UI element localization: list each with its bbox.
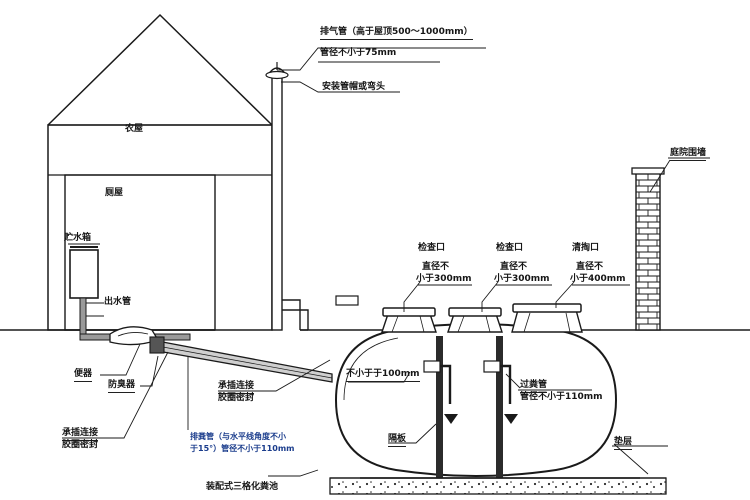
label-side-room: 厕屋	[105, 188, 124, 198]
label-socket-joint-2-line2: 胶圈密封	[218, 393, 255, 403]
courtyard-wall-shape	[631, 167, 665, 331]
tank-base-slab	[329, 477, 667, 495]
label-partition: 隔板	[388, 434, 407, 447]
label-inspection-port-1-line1: 直径不	[422, 262, 450, 272]
label-bedding: 垫层	[614, 437, 633, 450]
label-inspection-port-2-line2: 小于300mm	[494, 274, 550, 284]
diagram-title: 装配式三格化粪池	[206, 482, 279, 492]
label-vent-cap: 安装管帽或弯头	[322, 82, 386, 92]
label-cleanout-port-line2: 小于400mm	[570, 274, 626, 284]
soil-stack-shape	[282, 295, 359, 331]
label-dung-pipe-line1: 排粪管（与水平线角度不小	[190, 432, 286, 441]
label-inspection-port-1-title: 检查口	[418, 243, 446, 253]
label-socket-joint-2-line1: 承插连接	[218, 381, 255, 394]
label-inspection-port-1-line2: 小于300mm	[416, 274, 472, 284]
label-inspection-port-2-title: 检查口	[496, 243, 524, 253]
label-vent-pipe-line2: 管径不小于75mm	[320, 48, 397, 58]
tank-partitions	[360, 336, 640, 479]
label-transfer-pipe-line1: 过粪管	[520, 380, 548, 393]
label-socket-joint-1-line1: 承插连接	[62, 428, 99, 441]
label-house: 农屋	[125, 124, 144, 134]
label-outlet-pipe: 出水管	[104, 297, 132, 307]
label-dung-pipe-line2: 于15°）管径不小于110mm	[190, 444, 295, 453]
label-vent-pipe-line1: 排气管（高于屋顶500～1000mm）	[320, 27, 473, 40]
leader-lines	[62, 47, 710, 477]
label-min-100mm: 不小于于100mm	[346, 369, 420, 382]
transfer-pipes-shape	[423, 360, 518, 424]
label-odor-trap: 防臭器	[108, 380, 136, 393]
label-socket-joint-1-line2: 胶圈密封	[62, 440, 99, 450]
manhole-risers	[381, 303, 583, 333]
vent-pipe-shape	[265, 62, 289, 331]
dung-pipe-shape	[149, 336, 333, 383]
label-transfer-pipe-line2: 管径不小于110mm	[520, 392, 603, 402]
water-tank-shape	[69, 246, 99, 299]
label-toilet: 便器	[74, 369, 93, 382]
label-cleanout-port-line1: 直径不	[576, 262, 604, 272]
label-cleanout-port-title: 清掏口	[572, 243, 600, 253]
label-water-tank: 贮水箱	[64, 233, 92, 243]
label-inspection-port-2-line1: 直径不	[500, 262, 528, 272]
label-courtyard-wall: 庭院围墙	[670, 148, 707, 161]
